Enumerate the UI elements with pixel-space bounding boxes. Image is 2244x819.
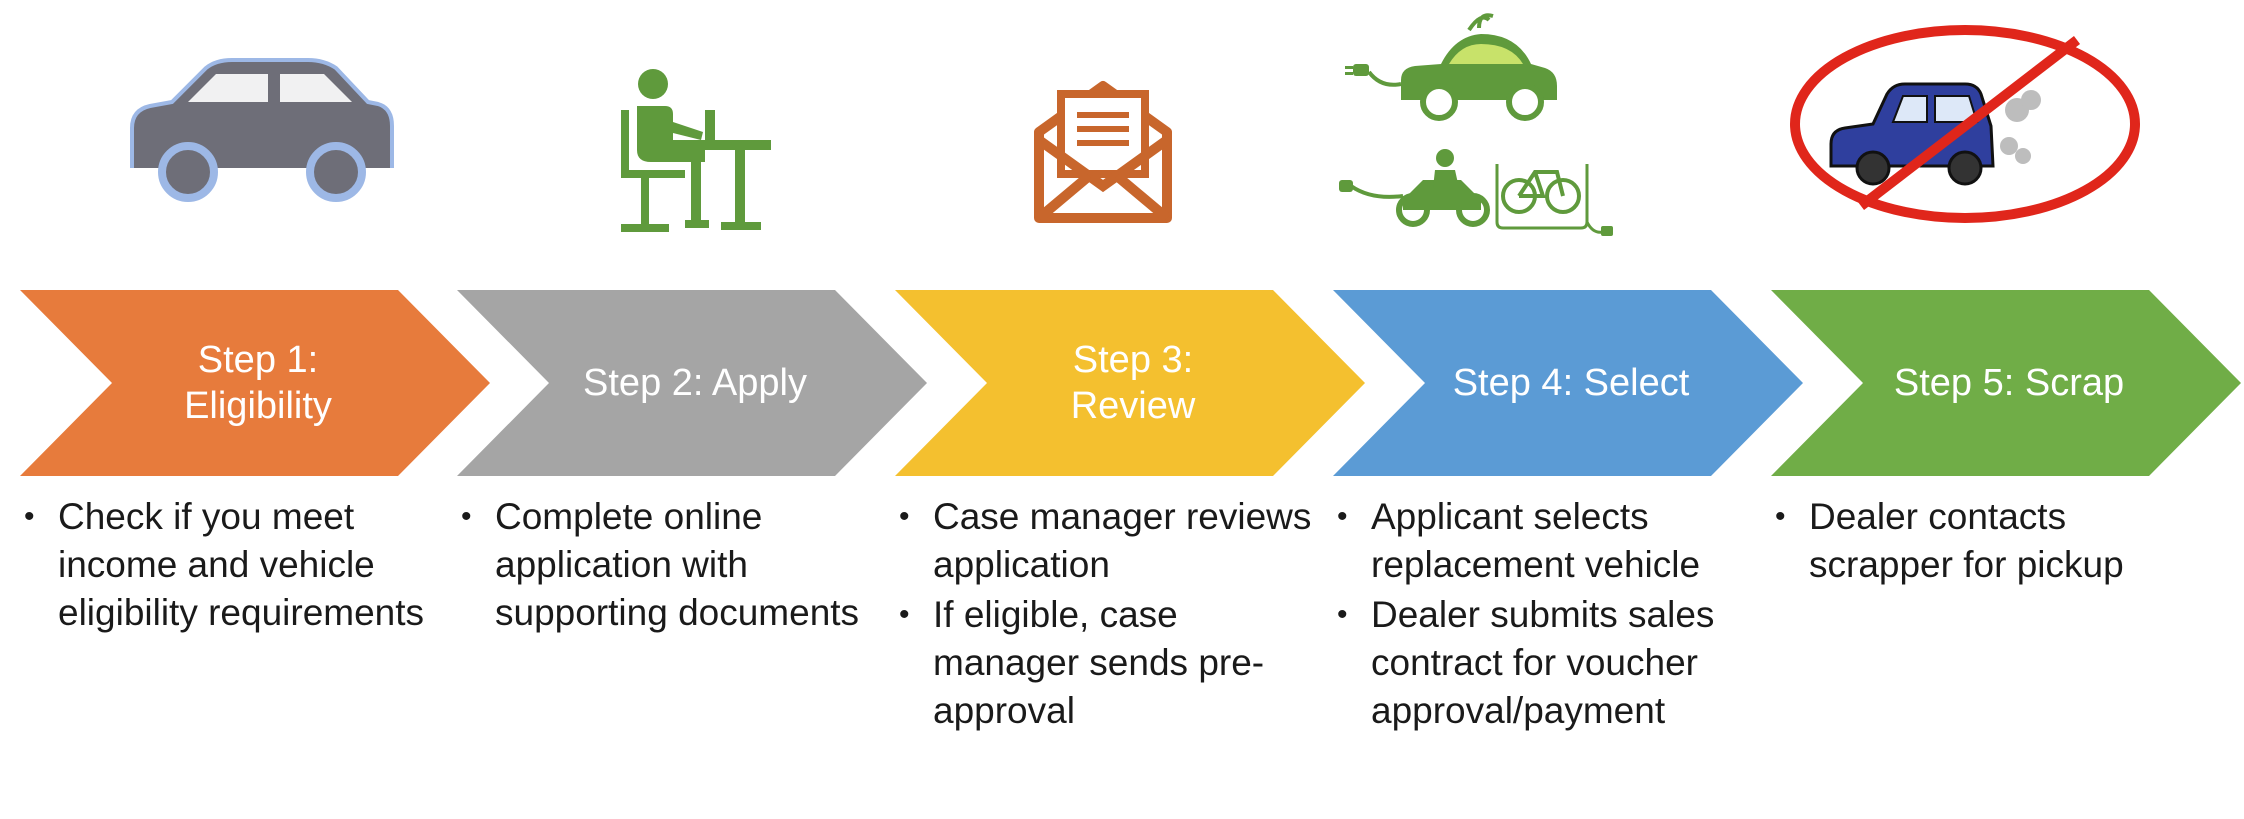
bullet-text: Dealer contacts scrapper for pickup bbox=[1809, 496, 2124, 585]
bullet-text: Case manager reviews application bbox=[933, 496, 1312, 585]
step-5-column: Step 5: Scrap •Dealer contacts scrapper … bbox=[1769, 0, 2241, 819]
gray-car-icon bbox=[18, 10, 462, 260]
list-item: •Dealer submits sales contract for vouch… bbox=[1337, 594, 1715, 731]
step-1-bullets: •Check if you meet income and vehicle el… bbox=[18, 493, 448, 639]
step-4-bullets: •Applicant selects replacement vehicle •… bbox=[1331, 493, 1761, 737]
step-2-label: Step 2: Apply bbox=[583, 362, 807, 404]
bullet-text: Applicant selects replacement vehicle bbox=[1371, 496, 1701, 585]
step-4-chevron: Step 4: Select bbox=[1331, 290, 1805, 476]
list-item: •Case manager reviews application bbox=[899, 496, 1312, 585]
bullet-text: Dealer submits sales contract for vouche… bbox=[1371, 594, 1715, 731]
list-item: •Dealer contacts scrapper for pickup bbox=[1775, 496, 2124, 585]
person-at-desk-icon bbox=[455, 10, 899, 260]
step-2-chevron: Step 2: Apply bbox=[455, 290, 929, 476]
list-item: •Complete online application with suppor… bbox=[461, 496, 860, 633]
step-3-label: Step 3: Review bbox=[1070, 339, 1196, 427]
step-5-label: Step 5: Scrap bbox=[1893, 362, 2125, 404]
step-4-label: Step 4: Select bbox=[1452, 362, 1690, 404]
step-2-bullets: •Complete online application with suppor… bbox=[455, 493, 885, 639]
bullet-text: If eligible, case manager sends pre-appr… bbox=[933, 594, 1265, 731]
step-3-column: Step 3: Review •Case manager reviews app… bbox=[893, 0, 1365, 819]
step-1-label: Step 1: Eligibility bbox=[184, 339, 332, 427]
bullet-text: Complete online application with support… bbox=[495, 496, 860, 633]
step-5-bullets: •Dealer contacts scrapper for pickup bbox=[1769, 493, 2199, 591]
step-5-chevron: Step 5: Scrap bbox=[1769, 290, 2243, 476]
no-polluting-car-icon bbox=[1769, 10, 2213, 260]
list-item: •Check if you meet income and vehicle el… bbox=[24, 496, 425, 633]
electric-vehicles-icon bbox=[1331, 10, 1775, 260]
step-1-column: Step 1: Eligibility •Check if you meet i… bbox=[18, 0, 490, 819]
bullet-text: Check if you meet income and vehicle eli… bbox=[58, 496, 425, 633]
step-1-chevron: Step 1: Eligibility bbox=[18, 290, 492, 476]
step-3-chevron: Step 3: Review bbox=[893, 290, 1367, 476]
list-item: •If eligible, case manager sends pre-app… bbox=[899, 594, 1265, 731]
step-4-column: Step 4: Select •Applicant selects replac… bbox=[1331, 0, 1803, 819]
envelope-document-icon bbox=[893, 10, 1337, 260]
step-3-bullets: •Case manager reviews application •If el… bbox=[893, 493, 1323, 737]
step-2-column: Step 2: Apply •Complete online applicati… bbox=[455, 0, 927, 819]
list-item: •Applicant selects replacement vehicle bbox=[1337, 496, 1701, 585]
